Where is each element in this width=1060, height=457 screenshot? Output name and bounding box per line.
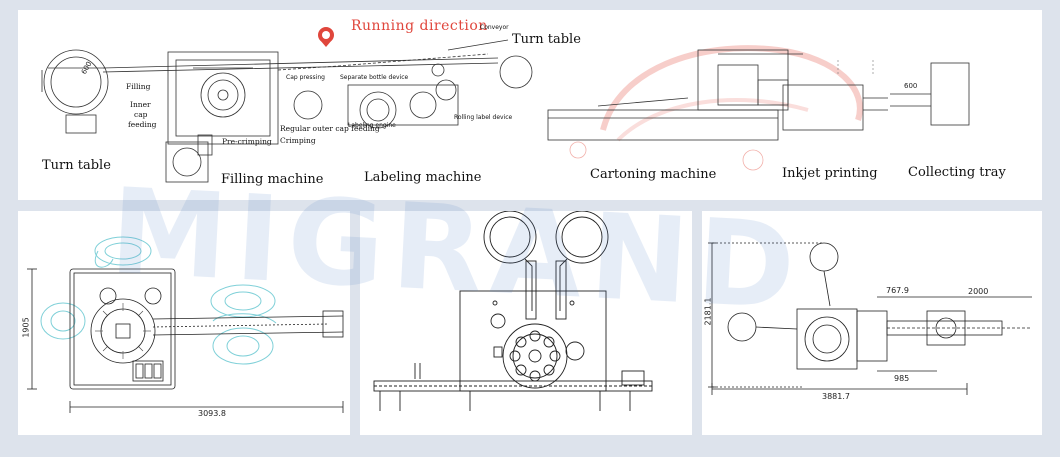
cap-pressing-label: Cap pressing bbox=[286, 74, 325, 81]
station-cartoning-machine: Cartoning machine bbox=[590, 167, 717, 182]
machine-plan-panel: 2181.1 767.9 2000 985 3881.7 bbox=[702, 211, 1042, 435]
dim-width: 3093.8 bbox=[198, 409, 226, 418]
filling-layout-panel: 3093.8 1905 bbox=[18, 211, 350, 435]
conveyor-label: Conveyor bbox=[480, 24, 509, 31]
station-inkjet-printing: Inkjet printing bbox=[782, 166, 878, 181]
regular-outer-cap-label: Regular outer cap feeding bbox=[280, 124, 380, 133]
station-turn-table: Turn table bbox=[42, 158, 111, 173]
dim-985: 985 bbox=[894, 374, 910, 383]
line-layout-panel: Running direction Conveyor Turn table 60… bbox=[18, 10, 1042, 200]
crimping-label: Crimping bbox=[280, 136, 316, 145]
pre-crimping-label: Pre-crimping bbox=[222, 137, 272, 146]
dim-600-right: 600 bbox=[904, 82, 918, 90]
rolling-label-label: Rolling label device bbox=[454, 114, 513, 121]
location-pin-icon bbox=[318, 27, 334, 47]
dim-3881: 3881.7 bbox=[822, 392, 850, 401]
turn-table-top-label: Turn table bbox=[512, 32, 581, 47]
inner-cap-label-1: Inner bbox=[130, 100, 151, 109]
running-direction-label: Running direction bbox=[351, 18, 488, 34]
filling-layout-drawing bbox=[27, 236, 344, 413]
machine-front-panel bbox=[360, 211, 692, 435]
station-filling-machine: Filling machine bbox=[221, 172, 324, 187]
machine-front-drawing bbox=[373, 211, 653, 411]
separate-bottle-label: Separate bottle device bbox=[340, 74, 409, 81]
machine-plan-drawing bbox=[708, 242, 1032, 395]
station-collecting-tray: Collecting tray bbox=[908, 165, 1006, 180]
dim-2181: 2181.1 bbox=[703, 297, 713, 326]
inner-cap-label-3: feeding bbox=[128, 120, 157, 129]
dim-2000: 2000 bbox=[968, 287, 989, 296]
station-labeling-machine: Labeling machine bbox=[364, 170, 482, 185]
dim-height: 1905 bbox=[21, 317, 31, 338]
inner-cap-label-2: cap bbox=[134, 110, 148, 119]
line-layout-drawing bbox=[41, 39, 970, 183]
labeling-engine-label: Labeling engine bbox=[348, 122, 396, 129]
dim-767: 767.9 bbox=[886, 286, 909, 295]
filling-label: Filling bbox=[126, 82, 151, 91]
